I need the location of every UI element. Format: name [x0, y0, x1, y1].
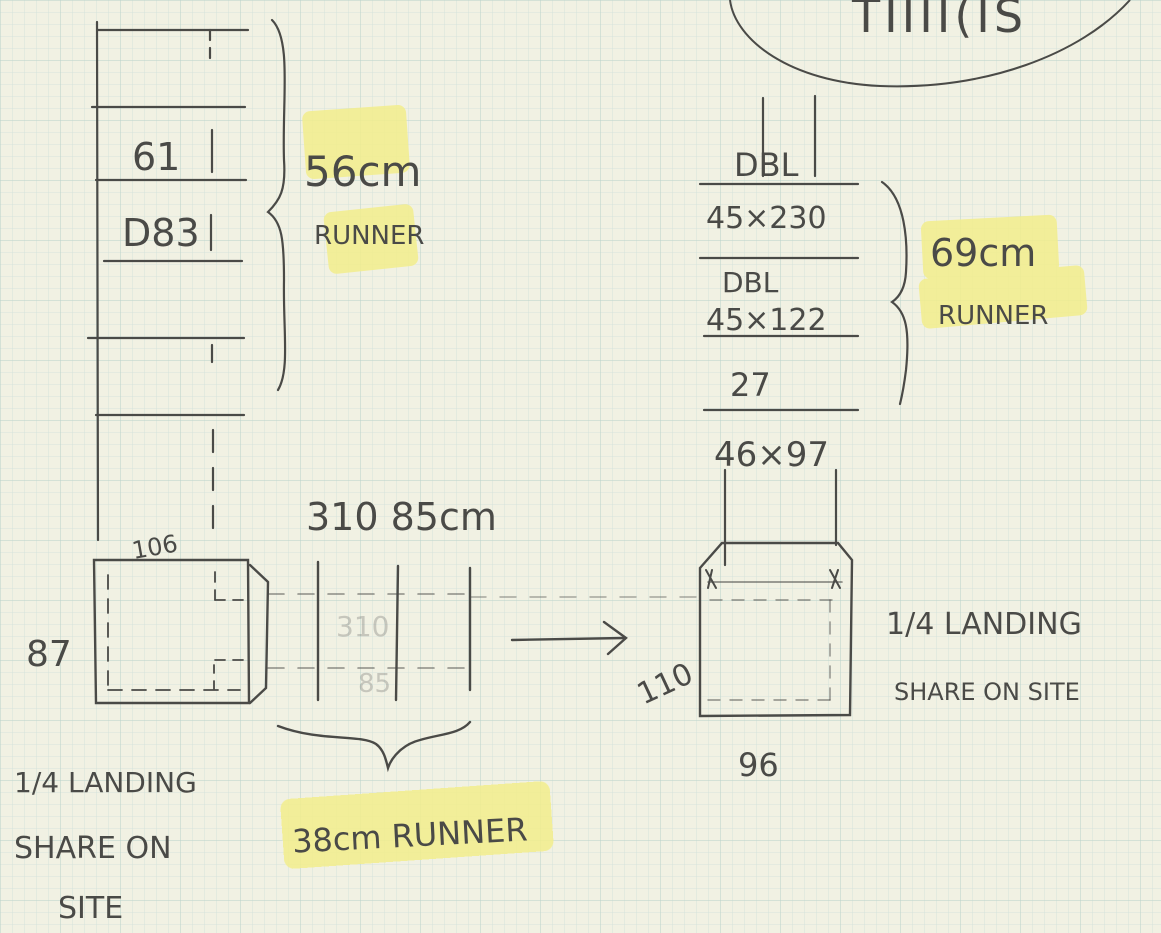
middle-joint: [248, 563, 270, 705]
middle-faint-310: 310: [336, 610, 389, 643]
left-stair: [86, 18, 287, 542]
middle-runner-brace: [276, 720, 472, 773]
right-landing-note-line2: SHARE ON SITE: [894, 678, 1080, 706]
right-runner-size: 69cm: [930, 231, 1036, 275]
right-row5: 27: [730, 366, 771, 404]
right-row6: 46×97: [714, 435, 829, 475]
left-runner-size: 56cm: [304, 147, 421, 196]
middle-section: [248, 560, 701, 773]
corner-circle-arc: [729, 0, 1131, 88]
right-row2: 45×230: [706, 201, 827, 236]
arrow-shaft: [510, 636, 626, 642]
corner-note-text: TIIII(IS: [851, 0, 1027, 43]
right-landing-note-line1: 1/4 LANDING: [886, 607, 1082, 642]
right-landing-bottom-dim: 96: [738, 746, 779, 784]
left-runner-word: RUNNER: [314, 221, 425, 251]
right-row1: DBL: [734, 146, 799, 184]
highlight-runner-left: [323, 204, 419, 274]
corner-note-circle: [729, 0, 1131, 88]
right-runner-brace: [880, 180, 909, 406]
right-landing-outline: [698, 541, 854, 718]
left-landing-note-line3: SITE: [58, 891, 123, 926]
highlight-56cm: [302, 104, 410, 180]
middle-faint-85: 85: [358, 669, 391, 699]
highlight-runner-right: [918, 265, 1088, 329]
left-landing-note-line1: 1/4 LANDING: [14, 766, 197, 799]
right-row3: DBL: [722, 266, 779, 299]
highlight-69cm: [920, 214, 1060, 280]
left-step-bottom-label: D83: [122, 211, 200, 255]
right-landing-corner-scribble: [705, 569, 841, 589]
right-row4: 45×122: [706, 303, 827, 338]
left-landing-note-line2: SHARE ON: [14, 831, 172, 866]
middle-dimension: 310 85cm: [306, 495, 497, 539]
left-runner-brace: [266, 18, 287, 392]
left-stair-side: [95, 20, 100, 542]
highlight-38cm-runner: [280, 781, 554, 869]
arrow-head: [602, 620, 628, 656]
middle-riser: [394, 564, 400, 702]
right-stair: [698, 94, 909, 567]
highlighter-marks: [280, 104, 1088, 869]
right-landing: [698, 541, 854, 718]
left-step-top-label: 61: [132, 135, 180, 179]
right-runner-word: RUNNER: [938, 301, 1049, 331]
left-landing-side-dim: 87: [26, 634, 72, 675]
